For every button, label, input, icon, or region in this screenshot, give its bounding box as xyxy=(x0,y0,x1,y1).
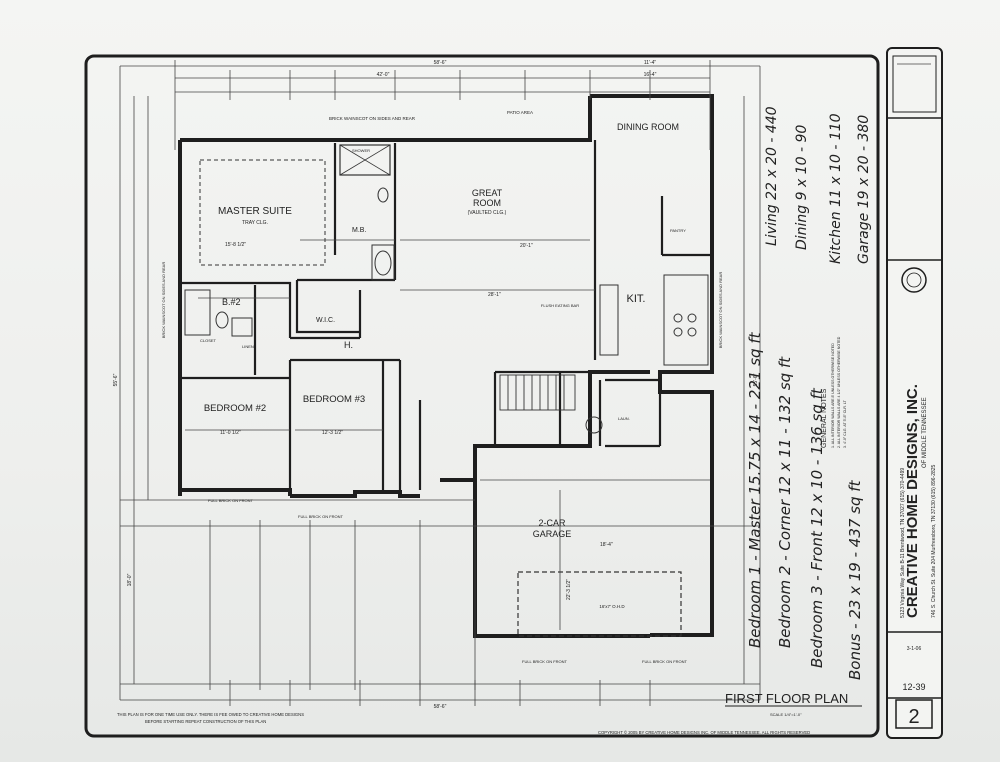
room-label-garage-2: GARAGE xyxy=(533,529,572,539)
room-label-great: GREAT xyxy=(472,188,503,198)
svg-text:2. ALL INTERIOR WALLS ARE 4 1/: 2. ALL INTERIOR WALLS ARE 4 1/2" UNLESS … xyxy=(837,336,841,448)
room-label-hall: H. xyxy=(344,340,353,350)
note-full-brick-4: FULL BRICK ON FRONT xyxy=(642,659,688,664)
dim-11: 11'-4" xyxy=(644,60,657,66)
patio-label: PATIO AREA xyxy=(507,110,533,115)
dim-bedroom-3: 12'-3 1/2" xyxy=(322,430,343,436)
company-block: CREATIVE HOME DESIGNS, INC. OF MIDDLE TE… xyxy=(900,384,937,618)
date-label: 3-1-06 xyxy=(907,646,922,652)
svg-text:OF MIDDLE TENNESSEE: OF MIDDLE TENNESSEE xyxy=(922,397,928,468)
room-label-great-2: ROOM xyxy=(473,198,501,208)
note-full-brick-3: FULL BRICK ON FRONT xyxy=(522,659,568,664)
svg-text:1. ALL INTERIOR WALLS ARE 8' U: 1. ALL INTERIOR WALLS ARE 8' UNLESS OTHE… xyxy=(831,343,835,448)
hand-col-1: Living 22 x 20 - 440 xyxy=(764,106,780,246)
handwritten-notes: Bedroom 1 - Master 15.75 x 14 - 221 sq f… xyxy=(746,106,872,680)
dim-overall-bottom: 58'-6" xyxy=(434,704,447,710)
room-sub-great: (VAULTED CLG.) xyxy=(468,210,507,216)
company-logo xyxy=(901,267,927,293)
room-label-linen: LINEN xyxy=(242,344,254,349)
note-brick-right: BRICK WAINSCOT ON SIDES AND REAR xyxy=(718,272,723,349)
title-block-frame xyxy=(886,47,943,739)
room-label-closet: CLOSET xyxy=(200,338,217,343)
svg-text:CREATIVE HOME DESIGNS, INC.: CREATIVE HOME DESIGNS, INC. xyxy=(904,384,921,618)
room-label-garage: 2-CAR xyxy=(538,518,566,528)
hand-col-4: Garage 19 x 20 - 380 xyxy=(856,115,872,264)
room-label-bedroom-3: BEDROOM #3 xyxy=(303,394,365,405)
dim-16: 16'-4" xyxy=(644,72,657,78)
room-label-shower: SHOWER xyxy=(352,148,370,153)
room-label-mb: M.B. xyxy=(352,227,366,234)
note-brick-top: BRICK WAINSCOT ON SIDES AND REAR xyxy=(329,116,416,121)
plan-scale: SCALE 1/4"=1'-0" xyxy=(770,712,802,717)
interior-walls xyxy=(180,140,712,495)
hand-line-4: Bonus - 23 x 19 - 437 sq ft xyxy=(846,479,864,680)
room-label-wic: W.I.C. xyxy=(316,317,335,324)
dim-hall-width: 28'-1" xyxy=(488,292,501,298)
hand-col-3: Kitchen 11 x 10 - 110 xyxy=(828,113,844,264)
dim-42: 42'-0" xyxy=(377,72,390,78)
note-full-brick-1: FULL BRICK ON FRONT xyxy=(208,498,254,503)
svg-text:746 S. Church St. Suite 204 M: 746 S. Church St. Suite 204 Murfreesboro… xyxy=(931,464,937,618)
stamp-box xyxy=(892,55,937,113)
notice-line-1: THIS PLAN IS FOR ONE TIME USE ONLY. THER… xyxy=(117,712,304,717)
dim-master-width: 15'-8 1/2" xyxy=(225,242,246,248)
dim-great-width: 20'-1" xyxy=(520,243,533,249)
hand-line-3: Bedroom 3 - Front 12 x 10 - 136 sq ft xyxy=(808,387,826,668)
room-label-eating-bar: FLUSH EATING BAR xyxy=(541,303,579,308)
stairs xyxy=(499,374,576,411)
sheet-border xyxy=(84,54,880,738)
svg-text:5123 Virginia Way Suite B-11: 5123 Virginia Way Suite B-11 Brentwood, … xyxy=(900,468,906,618)
hand-line-1: Bedroom 1 - Master 15.75 x 14 - 221 sq f… xyxy=(746,331,764,648)
dim-bedroom-2: 11'-0 1/2" xyxy=(220,430,241,436)
room-label-b2: B.#2 xyxy=(222,297,241,307)
general-notes: GENERAL NOTES 1. ALL INTERIOR WALLS ARE … xyxy=(821,336,847,448)
dim-garage-width: 18'-4" xyxy=(600,542,613,548)
hand-line-2: Bedroom 2 - Corner 12 x 11 - 132 sq ft xyxy=(776,356,794,648)
dim-vertical-left: 55'-6" xyxy=(113,373,119,386)
garage-door-label: 16'x7' O.H.D xyxy=(599,604,625,609)
room-sub-master: TRAY CLG. xyxy=(242,220,268,226)
room-label-kit: KIT. xyxy=(627,293,646,305)
svg-text:3. 4'-0" CLG. AT 5'-8" CLR. LT: 3. 4'-0" CLG. AT 5'-8" CLR. LT xyxy=(843,399,847,448)
plan-number: 12-39 xyxy=(902,682,925,692)
notice-line-2: BEFORE STARTING REPEAT CONSTRUCTION OF T… xyxy=(145,719,266,724)
hand-col-2: Dining 9 x 10 - 90 xyxy=(794,125,810,250)
copyright-line: COPYRIGHT © 2005 BY CREATIVE HOME DESIGN… xyxy=(598,730,810,735)
room-label-dining: DINING ROOM xyxy=(617,122,679,132)
plan-title: FIRST FLOOR PLAN xyxy=(725,691,848,706)
dimension-lines xyxy=(119,60,761,706)
note-full-brick-2: FULL BRICK ON FRONT xyxy=(298,514,344,519)
dim-vertical-right: 55'-6" xyxy=(753,373,759,386)
dim-vertical-18: 18'-0" xyxy=(127,573,133,586)
dim-garage-depth: 22'-3 1/2" xyxy=(566,579,572,600)
room-label-master: MASTER SUITE xyxy=(218,206,292,217)
sheet-number: 2 xyxy=(908,706,919,728)
svg-text:GENERAL NOTES: GENERAL NOTES xyxy=(821,388,828,448)
room-label-bedroom-2: BEDROOM #2 xyxy=(204,403,266,414)
room-label-pantry: PANTRY xyxy=(670,228,686,233)
dim-overall-top: 58'-6" xyxy=(434,60,447,66)
room-label-laundry: LAUN. xyxy=(618,416,630,421)
note-brick-left: BRICK WAINSCOT ON SIDES AND REAR xyxy=(161,262,166,339)
